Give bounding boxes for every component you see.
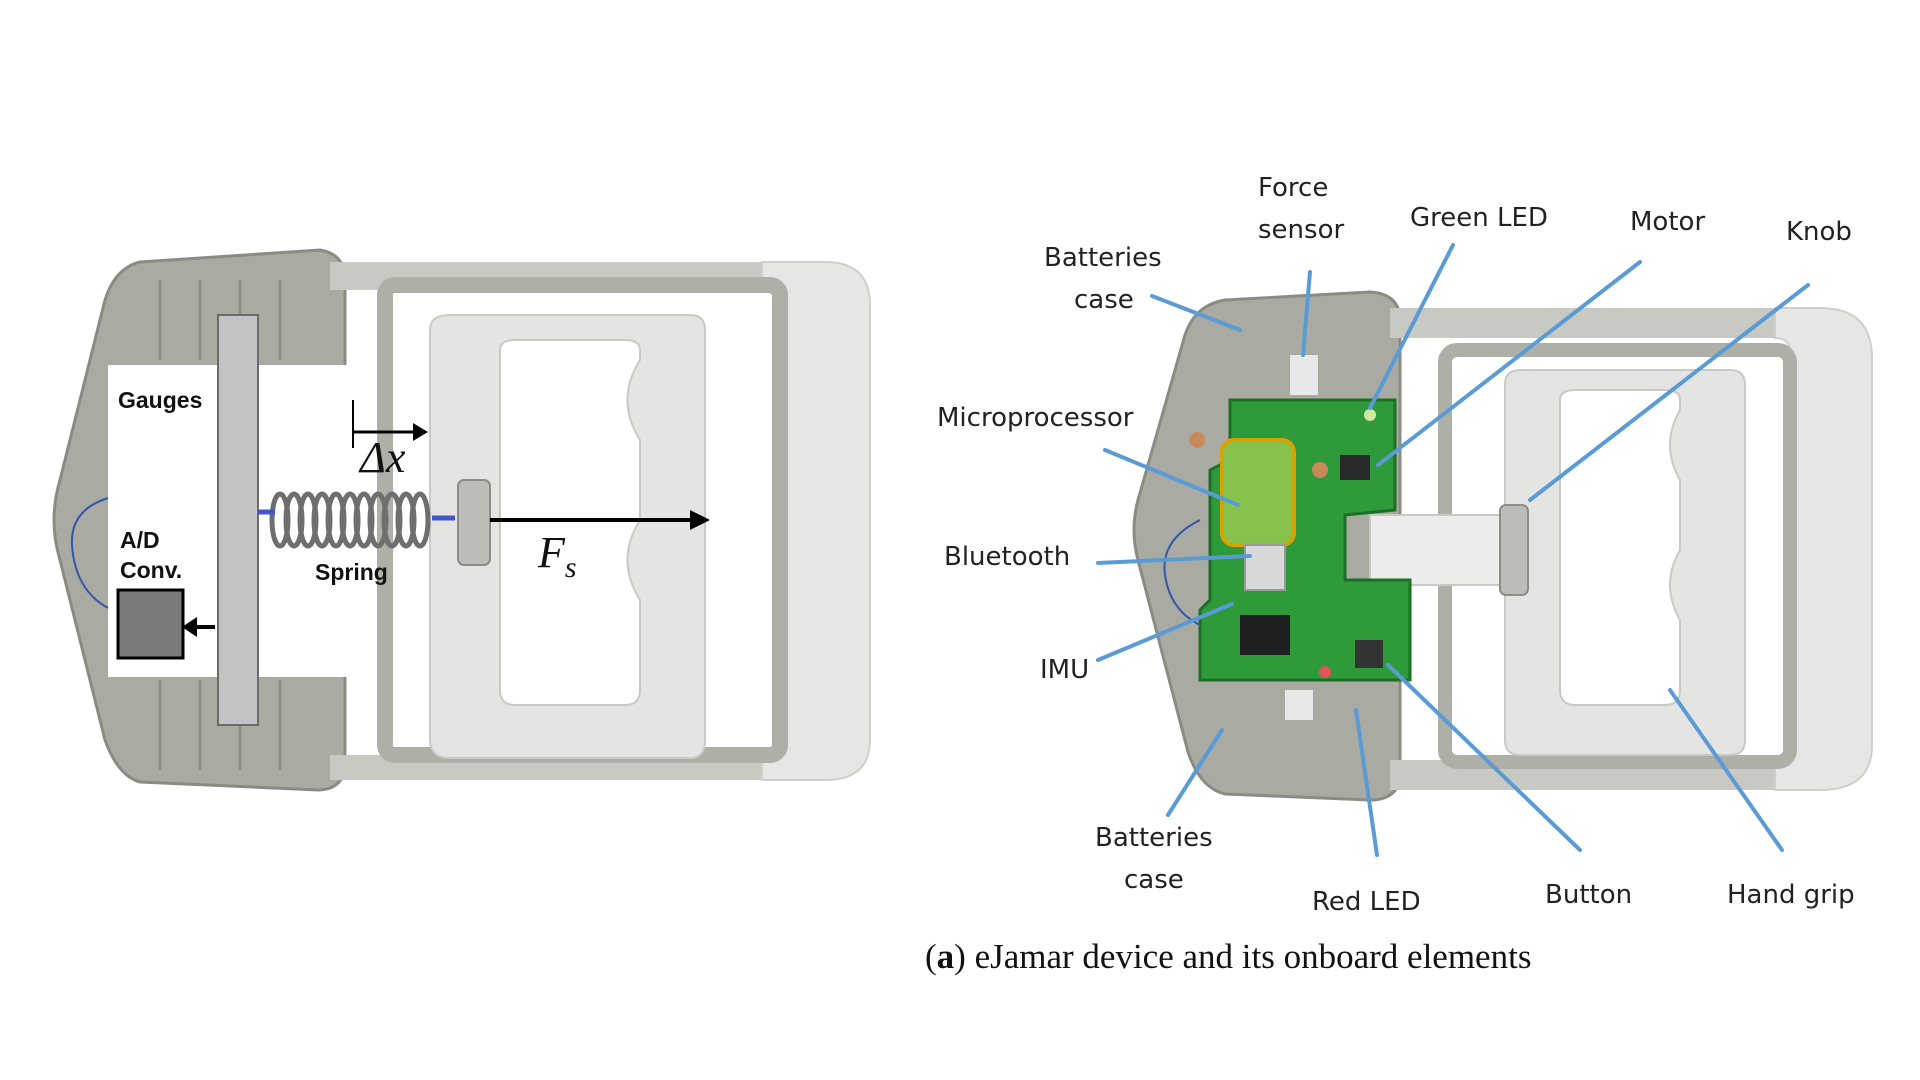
button-component bbox=[1355, 640, 1383, 668]
microprocessor-chip bbox=[1220, 438, 1296, 547]
device-panel: Force sensor Green LED Motor Knob Batter… bbox=[925, 173, 1873, 976]
callout-knob bbox=[1528, 283, 1810, 502]
label-motor: Motor bbox=[1630, 207, 1705, 237]
label-force-sensor-line1: Force bbox=[1258, 173, 1328, 203]
label-microprocessor: Microprocessor bbox=[937, 403, 1134, 433]
batteries-bottom-pad bbox=[1285, 690, 1313, 720]
ad-label-line2: Conv. bbox=[120, 557, 182, 583]
bluetooth-module bbox=[1244, 544, 1286, 591]
delta-x-label: Δx bbox=[358, 433, 406, 482]
label-force-sensor-line2: sensor bbox=[1258, 215, 1344, 245]
callout-button bbox=[1386, 663, 1582, 852]
device-hand-grip bbox=[1504, 369, 1746, 756]
schematic-gauge-bar bbox=[217, 314, 259, 726]
ad-converter-box bbox=[116, 588, 185, 660]
device-knob bbox=[1499, 504, 1529, 596]
schematic-knob bbox=[457, 479, 491, 566]
force-label: Fs bbox=[537, 528, 577, 584]
callout-lines bbox=[1096, 243, 1810, 857]
spring-label: Spring bbox=[315, 559, 388, 585]
force-symbol: F bbox=[537, 528, 566, 577]
label-red-led: Red LED bbox=[1312, 887, 1421, 917]
label-knob: Knob bbox=[1786, 217, 1852, 247]
schematic-panel: Gauges A/D Conv. Spring Δx Fs bbox=[52, 248, 871, 792]
callout-red-led bbox=[1354, 708, 1379, 857]
callout-batteries-top bbox=[1150, 294, 1242, 332]
imu-chip bbox=[1240, 615, 1290, 655]
ad-arrow-head bbox=[182, 617, 197, 637]
label-batteries-bottom-line2: case bbox=[1124, 865, 1184, 895]
device-wires bbox=[1163, 519, 1201, 626]
callout-motor bbox=[1376, 260, 1642, 467]
force-sensor-pad bbox=[1290, 355, 1318, 395]
label-button: Button bbox=[1545, 880, 1632, 910]
spring-coil bbox=[269, 491, 431, 549]
label-hand-grip: Hand grip bbox=[1727, 880, 1855, 910]
label-green-led: Green LED bbox=[1410, 203, 1548, 233]
label-imu: IMU bbox=[1040, 655, 1089, 685]
caption-tag: a bbox=[937, 937, 955, 976]
label-batteries-bottom-line1: Batteries bbox=[1095, 823, 1213, 853]
callout-imu bbox=[1096, 602, 1234, 662]
green-led-component bbox=[1364, 409, 1376, 421]
callout-force-sensor bbox=[1301, 270, 1312, 357]
capacitor-2 bbox=[1312, 462, 1328, 478]
schematic-wires bbox=[70, 497, 109, 609]
callout-hand-grip bbox=[1668, 688, 1784, 852]
motor-component bbox=[1340, 455, 1370, 480]
caption-text: eJamar device and its onboard elements bbox=[966, 937, 1532, 976]
label-batteries-top-line2: case bbox=[1074, 285, 1134, 315]
callout-batteries-bottom bbox=[1166, 728, 1224, 817]
callout-bluetooth bbox=[1096, 554, 1252, 565]
callout-microprocessor bbox=[1103, 448, 1240, 507]
figure-caption: (a) eJamar device and its onboard elemen… bbox=[925, 937, 1531, 976]
force-arrow-head bbox=[690, 510, 710, 530]
callout-green-led bbox=[1368, 243, 1455, 410]
label-batteries-top-line1: Batteries bbox=[1044, 243, 1162, 273]
force-subscript: s bbox=[565, 551, 577, 584]
gauges-label: Gauges bbox=[118, 387, 202, 413]
device-shaft bbox=[1369, 514, 1511, 586]
ad-label-line1: A/D bbox=[120, 527, 160, 553]
label-bluetooth: Bluetooth bbox=[944, 542, 1070, 572]
capacitor-1 bbox=[1189, 432, 1205, 448]
red-led-component bbox=[1319, 666, 1331, 678]
delta-x-head bbox=[413, 423, 428, 441]
